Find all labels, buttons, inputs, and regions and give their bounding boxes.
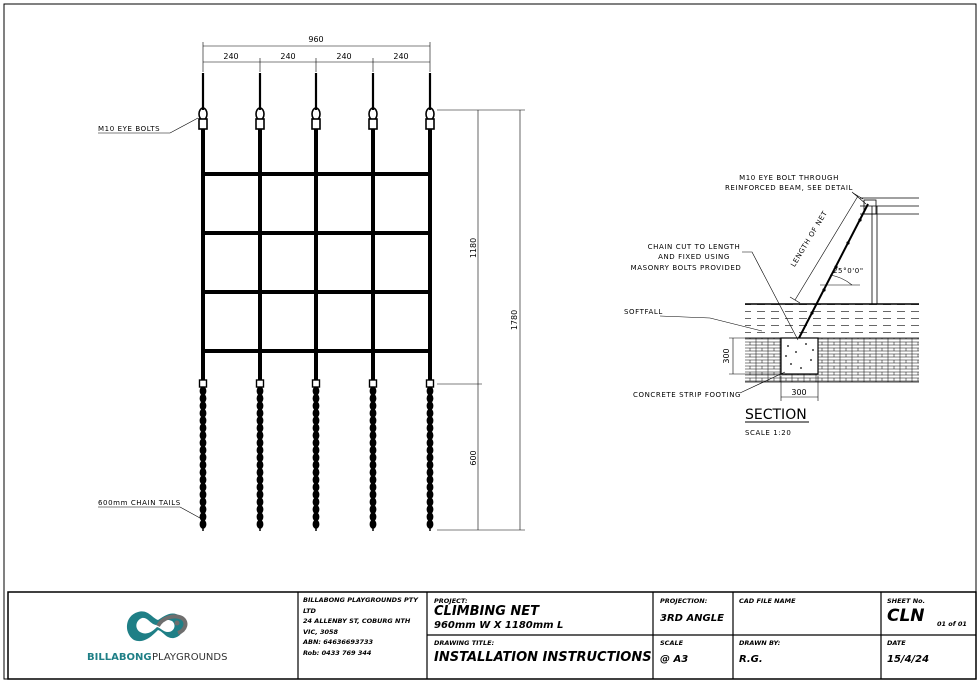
label-chain-cut-2: AND FIXED USING xyxy=(658,253,730,261)
project-size: 960mm W X 1180mm L xyxy=(434,620,564,631)
dim-overall-width: 960 xyxy=(308,35,323,44)
company-logo xyxy=(126,611,188,642)
company-phone: Rob: 0433 769 344 xyxy=(303,648,372,657)
drawn-by-label: DRAWN BY: xyxy=(739,639,781,647)
drawing-title-label: DRAWING TITLE: xyxy=(434,639,495,647)
company-name: BILLABONG PLAYGROUNDS PTY LTD xyxy=(303,596,418,615)
date-label: DATE xyxy=(887,639,906,647)
date-value: 15/4/24 xyxy=(887,654,930,665)
chain-connector xyxy=(311,379,321,388)
shackle xyxy=(425,118,435,130)
horizontal-ropes xyxy=(201,172,432,353)
vertical-dimensions xyxy=(437,109,525,531)
dim-section-height: 300 xyxy=(722,348,731,363)
ground-layer xyxy=(745,338,919,382)
label-eye-bolts: M10 EYE BOLTS xyxy=(98,125,160,133)
concrete-footing xyxy=(780,337,819,375)
dim-spacing-3: 240 xyxy=(336,52,351,61)
dim-section-width: 300 xyxy=(791,388,806,397)
net-elevation: 960 240 240 240 240 M10 EYE BOLTS 600mm … xyxy=(98,35,525,531)
cad-file-label: CAD FILE NAME xyxy=(739,597,796,605)
shackle xyxy=(311,118,321,130)
dim-spacing-2: 240 xyxy=(280,52,295,61)
project-label: PROJECT: xyxy=(434,597,468,605)
chain-connector xyxy=(198,379,208,388)
dim-net-length: 1180 xyxy=(469,238,478,258)
label-eye-bolt-through-1: M10 EYE BOLT THROUGH xyxy=(739,174,839,182)
label-softfall: SOFTFALL xyxy=(624,308,663,316)
footing-aggregate xyxy=(785,343,814,369)
logo-text-playgrounds: PLAYGROUNDS xyxy=(152,652,227,663)
width-dimension xyxy=(202,42,431,72)
label-chain-cut-1: CHAIN CUT TO LENGTH xyxy=(648,243,741,251)
dim-spacing-1: 240 xyxy=(223,52,238,61)
dim-chain-length: 600 xyxy=(469,450,478,465)
title-block-frame xyxy=(7,591,977,680)
section-scale: SCALE 1:20 xyxy=(745,429,791,437)
logo-text-billabong: BILLABONG xyxy=(87,652,152,663)
chain-connector xyxy=(425,379,435,388)
sheet-label: SHEET No. xyxy=(887,597,926,605)
projection-value: 3RD ANGLE xyxy=(660,613,724,624)
shackle xyxy=(198,118,208,130)
drawn-by-value: R.G. xyxy=(739,654,763,665)
label-eye-bolt-through-2: REINFORCED BEAM, SEE DETAIL xyxy=(725,184,853,192)
projection-label: PROJECTION: xyxy=(660,597,708,605)
dim-total-length: 1780 xyxy=(510,310,519,330)
scale-value: @ A3 xyxy=(660,654,689,665)
company-info: BILLABONG PLAYGROUNDS PTY LTD 24 ALLENBY… xyxy=(303,595,425,658)
company-address-1: 24 ALLENBY ST, COBURG NTH xyxy=(303,617,411,625)
label-chain-cut-3: MASONRY BOLTS PROVIDED xyxy=(631,264,742,272)
net-section-line xyxy=(798,203,869,339)
scale-label: SCALE xyxy=(660,639,684,647)
sheet-of: 01 of 01 xyxy=(937,620,967,628)
softfall-layer xyxy=(745,304,919,338)
shackle xyxy=(255,118,265,130)
dim-spacing-4: 240 xyxy=(393,52,408,61)
shackle xyxy=(368,118,378,130)
chain-connector xyxy=(368,379,378,388)
section-view: LENGTH OF NET 25°0'0" M10 EYE BOLT THROU… xyxy=(624,174,919,437)
section-dimensions xyxy=(729,337,819,401)
company-abn: ABN: 64636693733 xyxy=(303,638,374,646)
section-title: SECTION xyxy=(745,407,807,423)
project-name: CLIMBING NET xyxy=(434,604,540,619)
net-knots xyxy=(810,218,862,315)
company-address-2: VIC, 3058 xyxy=(303,627,339,636)
label-length-of-net: LENGTH OF NET xyxy=(789,209,829,268)
chain-connector xyxy=(255,379,265,388)
label-angle: 25°0'0" xyxy=(833,267,864,275)
label-concrete-footing: CONCRETE STRIP FOOTING xyxy=(633,391,741,399)
label-chain-tails: 600mm CHAIN TAILS xyxy=(98,499,181,507)
rope-columns xyxy=(198,73,435,531)
sheet-code: CLN xyxy=(887,606,925,626)
support-beam xyxy=(860,197,919,304)
drawing-title: INSTALLATION INSTRUCTIONS xyxy=(434,650,652,665)
